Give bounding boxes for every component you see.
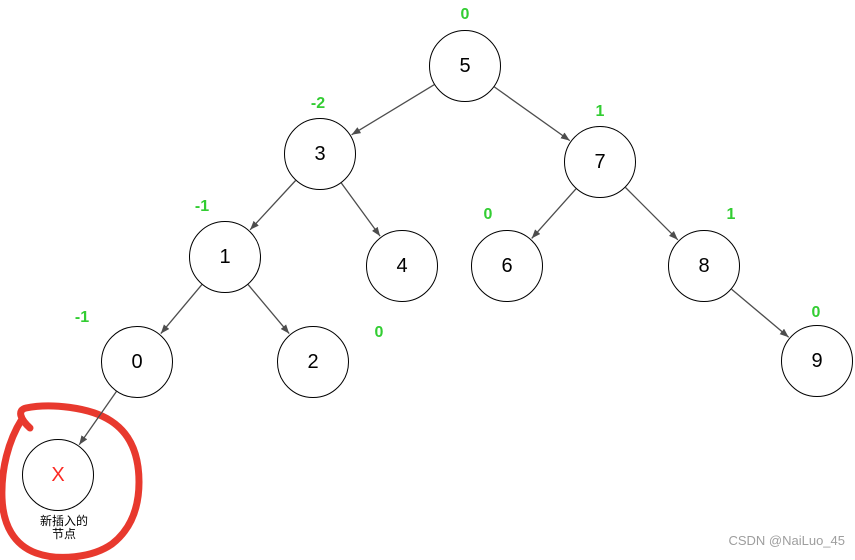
new-node-caption: 新插入的 节点 — [40, 515, 88, 541]
balance-factor-0: -1 — [74, 309, 90, 326]
tree-node-4: 4 — [366, 230, 438, 302]
tree-node-1: 1 — [189, 221, 261, 293]
tree-node-7: 7 — [564, 126, 636, 198]
balance-factor-6: 0 — [483, 206, 493, 223]
balance-factor-2: 0 — [374, 324, 384, 341]
balance-factor-8: 1 — [726, 206, 736, 223]
watermark: CSDN @NaiLuo_45 — [728, 533, 845, 548]
edge-3-to-4 — [340, 182, 381, 237]
edge-1-to-0 — [160, 284, 203, 335]
tree-node-2: 2 — [277, 326, 349, 398]
tree-node-5: 5 — [429, 30, 501, 102]
edge-5-to-7 — [493, 86, 571, 142]
balance-factor-5: 0 — [460, 6, 470, 23]
edge-0-to-X — [78, 391, 117, 446]
new-node-caption-line2: 节点 — [51, 527, 77, 541]
balance-factor-3: -2 — [310, 95, 326, 112]
tree-node-9: 9 — [781, 325, 853, 397]
edge-3-to-1 — [249, 180, 297, 231]
balance-factor-1: -1 — [194, 198, 210, 215]
tree-node-3: 3 — [284, 118, 356, 190]
edge-5-to-3 — [351, 84, 435, 136]
tree-node-0: 0 — [101, 326, 173, 398]
new-node-highlight-circle — [0, 402, 143, 560]
edge-7-to-6 — [531, 188, 577, 239]
tree-node-X: X — [22, 439, 94, 511]
edge-7-to-8 — [625, 187, 679, 241]
tree-node-6: 6 — [471, 230, 543, 302]
edge-8-to-9 — [731, 288, 790, 338]
balance-factor-9: 0 — [811, 304, 821, 321]
edge-1-to-2 — [247, 284, 290, 335]
new-node-caption-line1: 新插入的 — [39, 514, 89, 528]
balance-factor-7: 1 — [595, 103, 605, 120]
tree-node-8: 8 — [668, 230, 740, 302]
